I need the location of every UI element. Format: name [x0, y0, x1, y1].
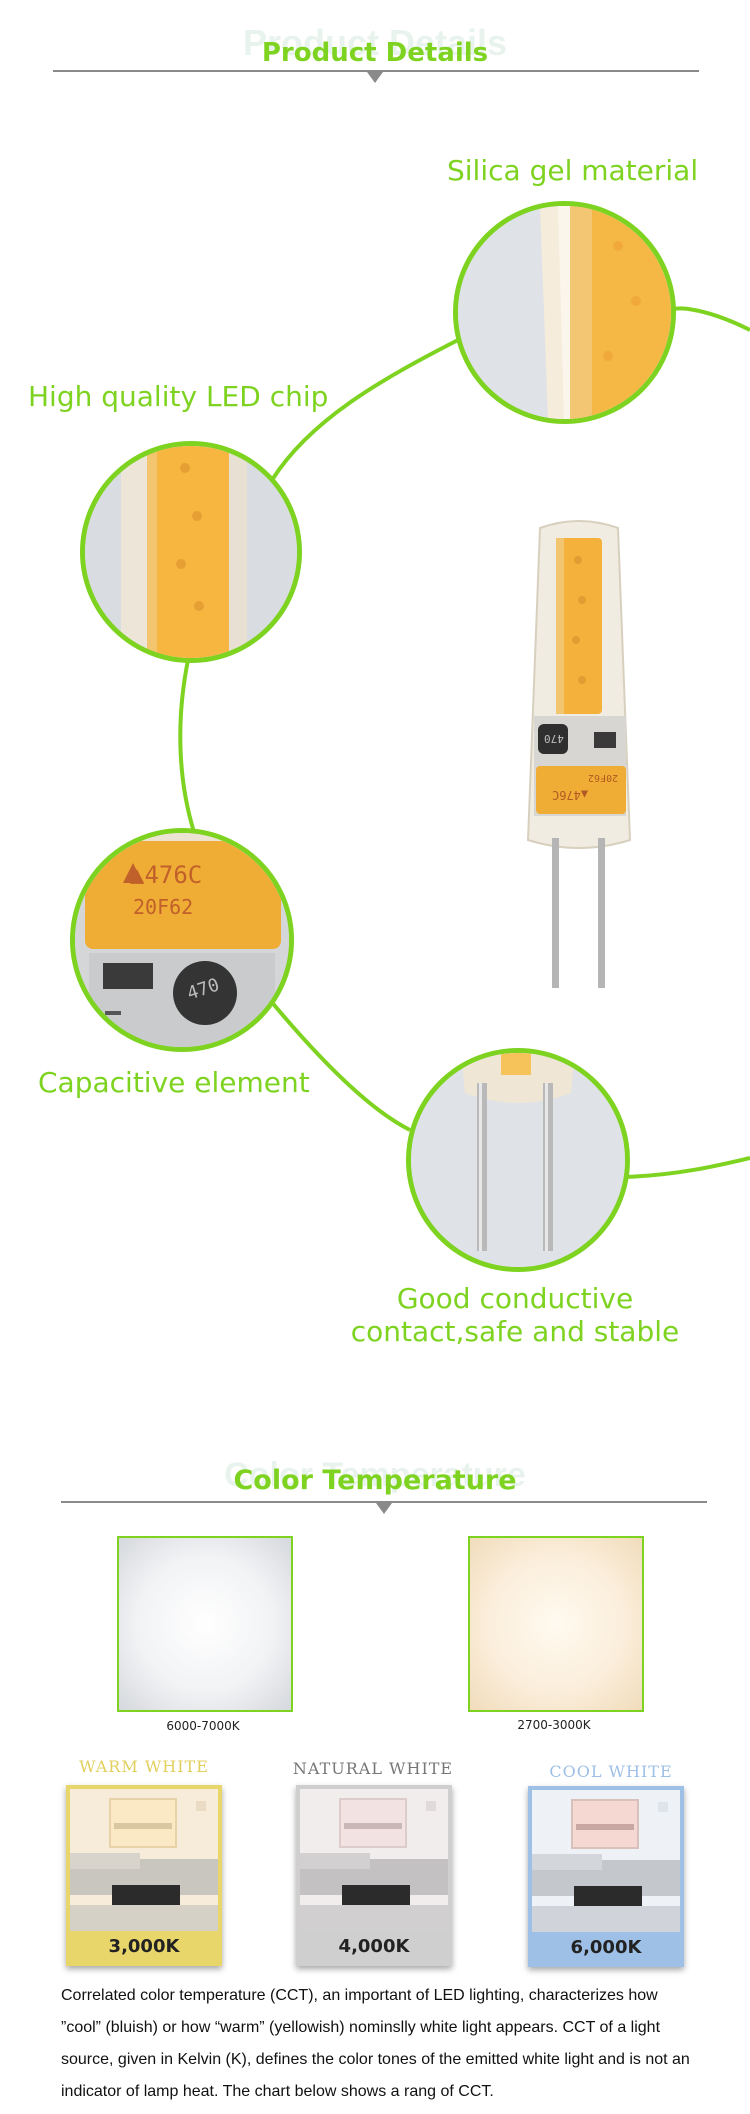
product-details-arrow [367, 72, 383, 83]
bulb-marking-top: ▲476C [552, 788, 589, 802]
product-details-header: Product Details Product Details [0, 0, 750, 90]
cct-description: Correlated color temperature (CCT), an i… [61, 1987, 690, 2100]
color-temperature-rule [61, 1501, 707, 1503]
connector-curve [178, 306, 750, 1179]
color-temperature-ghost-title: Color Temperature [224, 1456, 526, 1494]
zoom-led-chip [80, 441, 302, 663]
swatch-cool-label: 6000-7000K [166, 1719, 240, 1733]
room-card-cool: 6,000K [528, 1786, 684, 1967]
room-illustration-cool [532, 1790, 680, 1936]
bulb-illustration [526, 520, 632, 988]
bulb-marking-bottom: 20F62 [588, 772, 619, 783]
zoom-capacitive: ▲476C 20F62 470 [70, 828, 294, 1052]
swatch-cool-light [117, 1536, 293, 1712]
product-details-title: Product Details [261, 38, 489, 68]
tone-title-warm: WARM WHITE [79, 1757, 209, 1776]
bulb-inductor-marking: 470 [544, 732, 564, 745]
silica-gel-closeup [458, 206, 671, 419]
product-details-rule [53, 70, 699, 72]
room-illustration-natural [300, 1789, 448, 1935]
callout-silica-gel: Silica gel material [447, 154, 699, 187]
kelvin-label-cool: 6,000K [532, 1932, 680, 1963]
swatch-warm-light [468, 1536, 644, 1712]
capacitor-marking-top: ▲476C [130, 861, 203, 889]
callout-capacitive: Capacitive element [38, 1066, 310, 1099]
zoom-silica-gel [453, 201, 676, 424]
callout-conductive-contact: Good conductive contact,safe and stable [350, 1282, 680, 1348]
kelvin-label-natural: 4,000K [300, 1931, 448, 1962]
color-temperature-arrow [376, 1503, 392, 1514]
color-temperature-header: Color Temperature Color Temperature [0, 1450, 750, 1520]
led-chip-closeup [85, 446, 297, 658]
capacitor-marking-bottom: 20F62 [133, 895, 194, 919]
color-temperature-title: Color Temperature [233, 1465, 517, 1496]
kelvin-label-warm: 3,000K [70, 1931, 218, 1962]
swatch-warm-label: 2700-3000K [517, 1718, 591, 1732]
pins-closeup [411, 1053, 625, 1267]
room-card-warm: 3,000K [66, 1785, 222, 1966]
room-illustration-warm [70, 1789, 218, 1935]
tone-title-natural: NATURAL WHITE [292, 1759, 454, 1778]
tone-title-cool: COOL WHITE [549, 1762, 673, 1781]
callout-led-chip: High quality LED chip [28, 380, 329, 413]
product-details-ghost-title: Product Details [242, 22, 508, 63]
zoom-pins [406, 1048, 630, 1272]
room-card-natural: 4,000K [296, 1785, 452, 1966]
g4-led-bulb: ▲476C 20F62 470 [518, 520, 640, 990]
